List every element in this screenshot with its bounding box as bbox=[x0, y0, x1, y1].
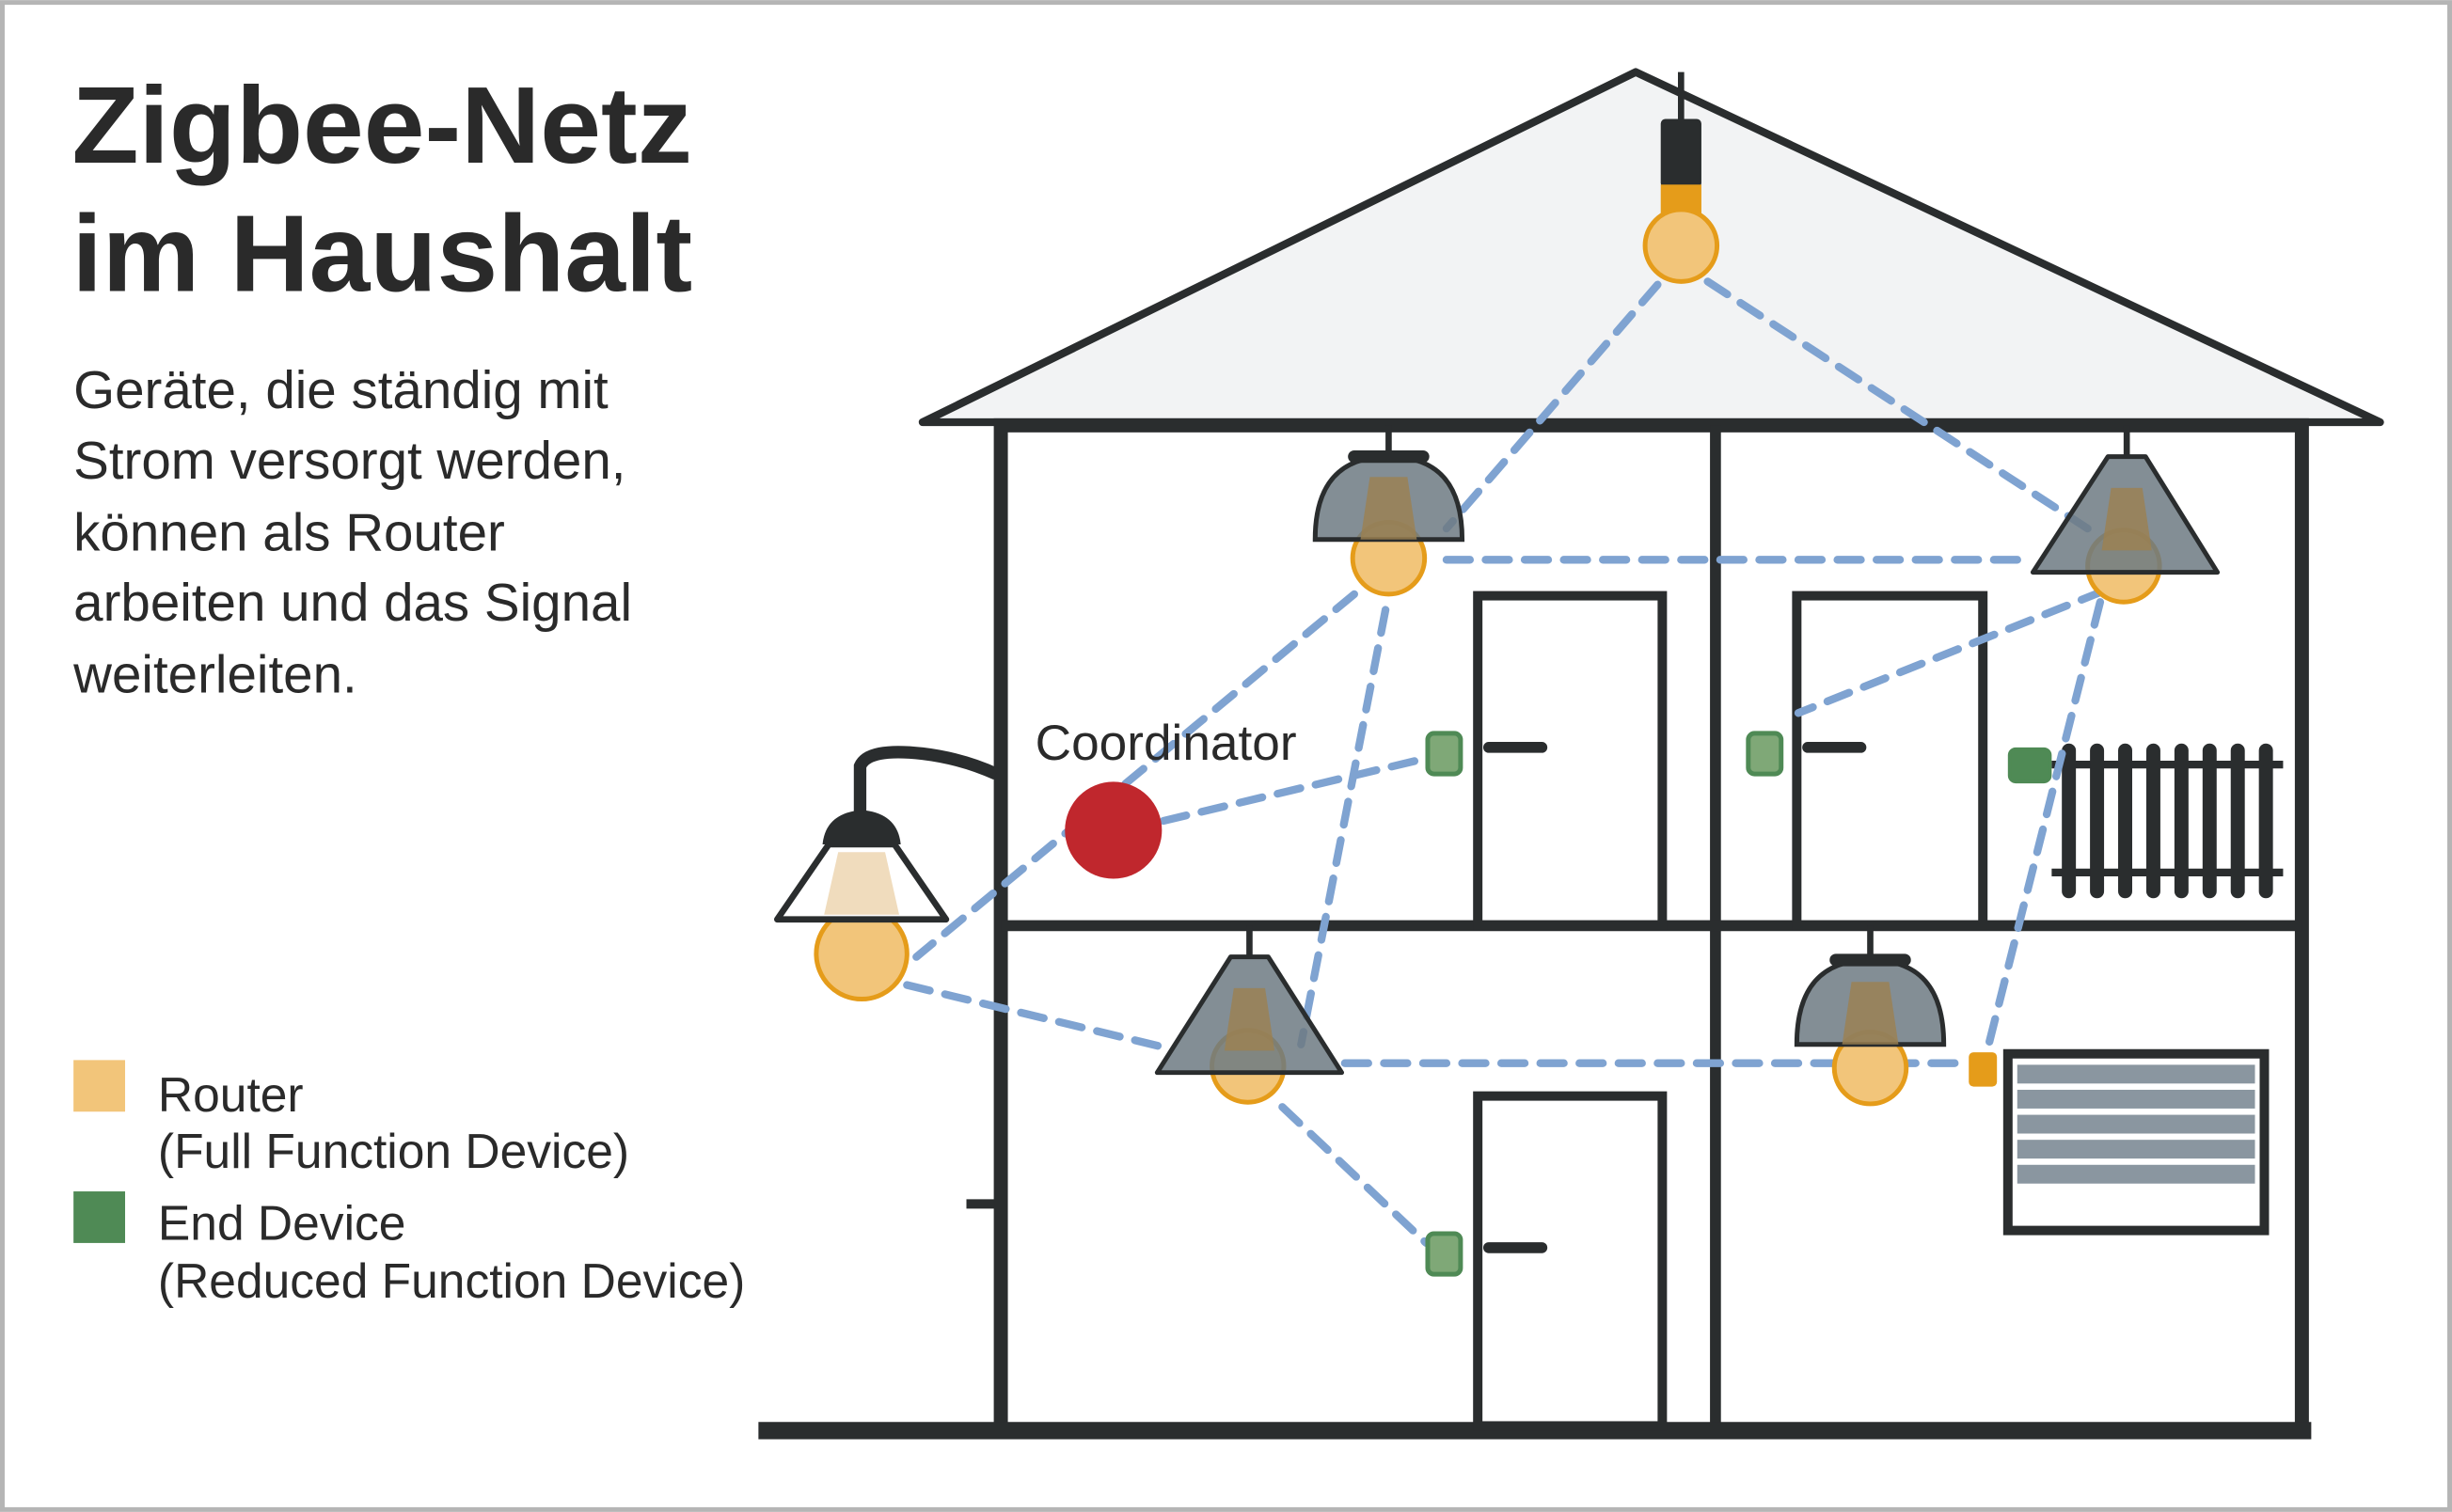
end-device-lower-left bbox=[1425, 1231, 1463, 1277]
router-lamp-lower-right bbox=[1794, 925, 1947, 1107]
title-line-1: Zigbee-Netz bbox=[71, 64, 692, 186]
legend-router-swatch bbox=[73, 1060, 126, 1112]
legend-end-device-swatch bbox=[73, 1191, 126, 1243]
end-device-upper-left bbox=[1425, 731, 1463, 777]
description-line-4: arbeiten und das Signal bbox=[73, 573, 632, 632]
outdoor-lamp-arm bbox=[853, 746, 999, 813]
radiator bbox=[2051, 743, 2284, 899]
door-upper-left bbox=[1473, 591, 1668, 931]
coordinator-label: Coordinator bbox=[1036, 716, 1297, 771]
router-blinds-actuator bbox=[1969, 1052, 1998, 1087]
end-device-radiator bbox=[2007, 747, 2052, 784]
router-lamp-upper-left bbox=[1312, 425, 1465, 597]
router-lamp-lower-left bbox=[1154, 925, 1345, 1105]
door-upper-right bbox=[1792, 591, 1988, 931]
description-line-5: weiterleiten. bbox=[72, 645, 357, 704]
router-lamp-upper-right bbox=[2030, 425, 2221, 605]
legend-end-device-sublabel: (Reduced Function Device) bbox=[158, 1253, 745, 1308]
network-links bbox=[903, 277, 2108, 1248]
door-lower-left bbox=[1473, 1091, 1668, 1431]
legend-end-device-label: End Device bbox=[158, 1196, 406, 1251]
router-outdoor-lamp bbox=[774, 810, 950, 1002]
legend-router-label: Router bbox=[158, 1067, 304, 1122]
router-attic-lamp bbox=[1642, 71, 1720, 284]
description-line-2: Strom versorgt werden, bbox=[73, 431, 625, 490]
end-device-upper-right bbox=[1746, 731, 1784, 777]
coordinator-node bbox=[1065, 781, 1163, 879]
window-blinds bbox=[2002, 1048, 2270, 1236]
legend: Router (Full Function Device) End Device… bbox=[73, 1060, 745, 1308]
description-line-1: Geräte, die ständig mit bbox=[73, 360, 609, 419]
description-line-3: können als Router bbox=[73, 502, 505, 561]
legend-router-sublabel: (Full Function Device) bbox=[158, 1124, 629, 1178]
title-line-2: im Haushalt bbox=[71, 192, 692, 314]
devices: Coordinator bbox=[774, 71, 2221, 1277]
